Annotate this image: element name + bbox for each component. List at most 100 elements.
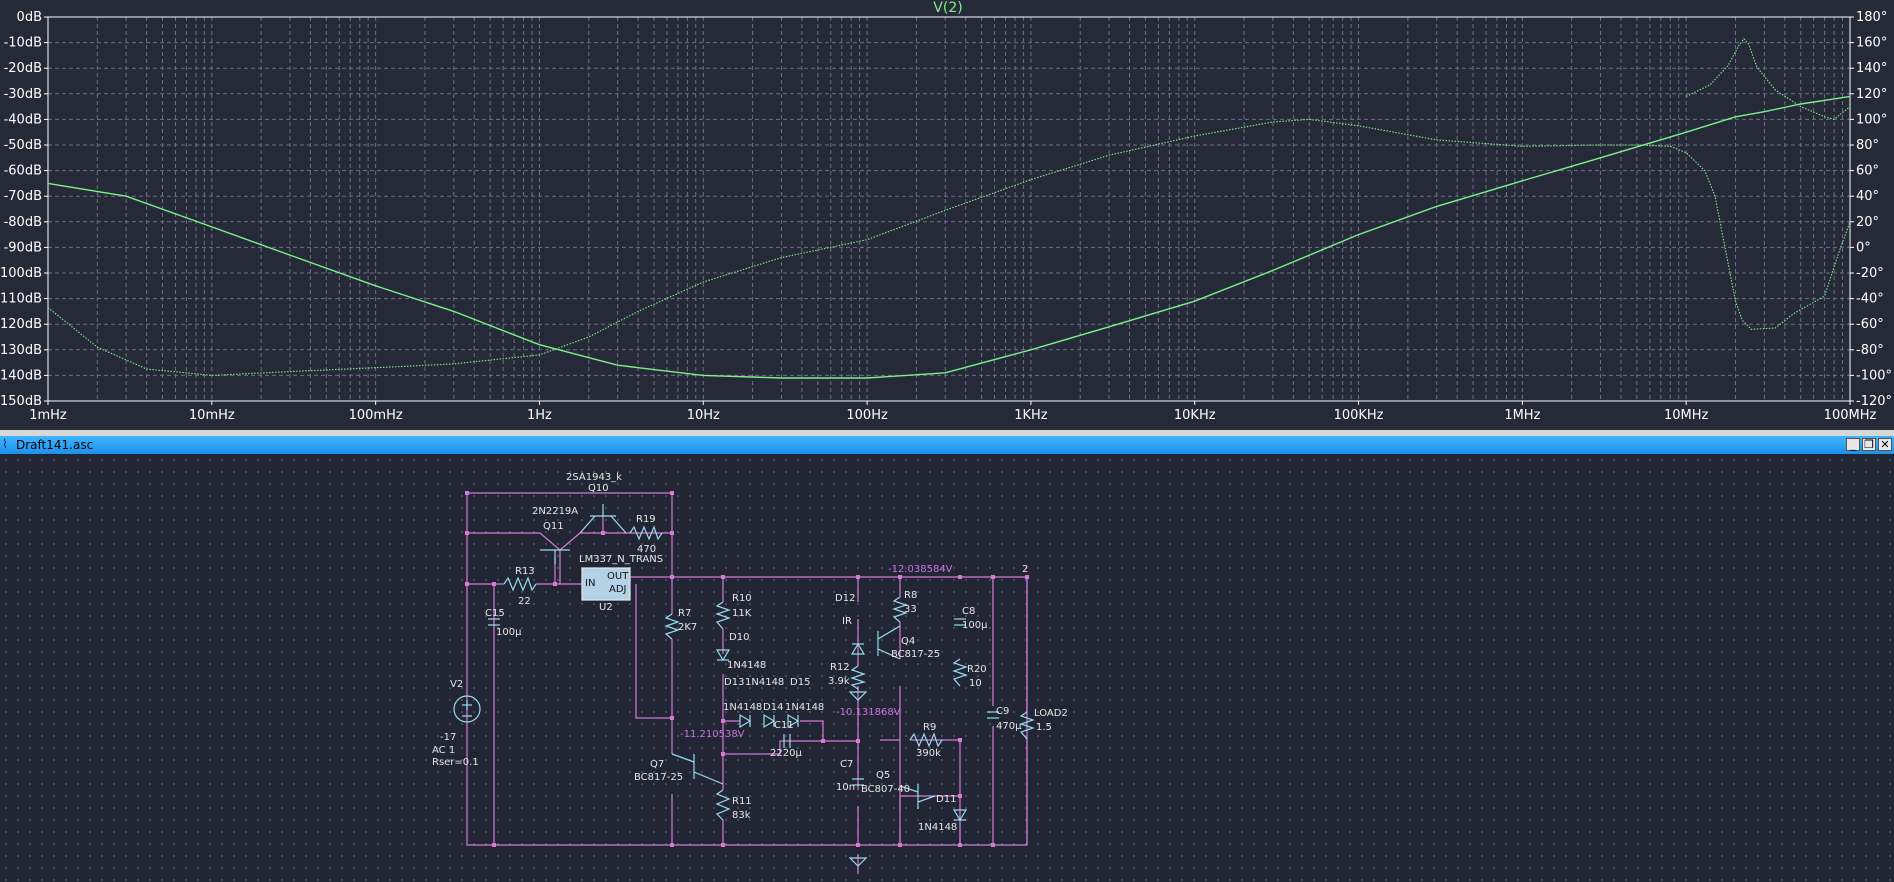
junctions (465, 491, 1029, 847)
svg-text:390k: 390k (916, 748, 941, 759)
svg-text:Q5: Q5 (876, 770, 890, 781)
svg-text:V2: V2 (450, 679, 463, 690)
svg-text:U2: U2 (599, 602, 613, 613)
d11-diode (952, 809, 968, 822)
r11-resistor (715, 789, 731, 821)
svg-text:2220µ: 2220µ (770, 748, 802, 759)
svg-text:BC817-25: BC817-25 (891, 649, 940, 660)
svg-text:C15: C15 (485, 608, 505, 619)
right-tick-label: 140° (1856, 61, 1887, 76)
svg-text:100µ: 100µ (496, 627, 522, 638)
right-tick-label: 40° (1856, 189, 1879, 204)
restore-button[interactable]: ❐ (1862, 438, 1876, 451)
pane-separator[interactable] (0, 430, 1894, 436)
left-tick-label: -40dB (4, 112, 42, 127)
r8-resistor (892, 596, 908, 623)
svg-text:D13: D13 (724, 677, 744, 688)
svg-text:470: 470 (637, 544, 656, 555)
svg-text:470µ: 470µ (996, 721, 1022, 732)
left-tick-label: -20dB (4, 61, 42, 76)
x-tick-label: 10MHz (1664, 408, 1709, 423)
svg-text:2SA1943_k: 2SA1943_k (566, 472, 622, 483)
v2-voltage-source[interactable] (453, 695, 481, 723)
svg-text:1N4148: 1N4148 (727, 660, 766, 671)
components[interactable] (453, 504, 1035, 867)
load2-resistor (1019, 711, 1035, 740)
d14-diode (763, 713, 776, 729)
svg-text:BC817-25: BC817-25 (634, 772, 683, 783)
svg-text:10: 10 (969, 678, 982, 689)
right-tick-label: 100° (1856, 112, 1887, 127)
svg-text:D11: D11 (936, 794, 956, 805)
x-tick-label: 100KHz (1334, 408, 1384, 423)
svg-text:Q4: Q4 (901, 636, 915, 647)
svg-text:Rser=0.1: Rser=0.1 (432, 757, 479, 768)
x-tick-label: 100mHz (349, 408, 403, 423)
right-tick-label: 20° (1856, 215, 1879, 230)
left-tick-label: -110dB (0, 292, 42, 307)
x-tick-label: 10Hz (687, 408, 720, 423)
d10-diode (715, 649, 731, 662)
svg-text:1N4148: 1N4148 (745, 677, 784, 688)
x-tick-label: 10mHz (189, 408, 235, 423)
svg-text:83k: 83k (732, 810, 751, 821)
component-labels: 2SA1943_k Q10 2N2219A Q11 R19 470 LM337_… (432, 472, 1068, 833)
left-tick-label: -10dB (4, 36, 42, 51)
left-tick-label: -130dB (0, 343, 42, 358)
r20-resistor (952, 658, 968, 687)
schematic-titlebar[interactable]: ⌇ Draft141.asc _ ❐ ✕ (0, 436, 1894, 454)
lm337-regulator-symbol[interactable] (581, 567, 631, 601)
right-tick-label: -120° (1856, 394, 1892, 409)
trace-title[interactable]: V(2) (933, 0, 962, 16)
svg-text:D10: D10 (729, 632, 749, 643)
r9-resistor (909, 732, 943, 748)
out-node-voltage: -12.038584V (888, 564, 953, 575)
right-tick-label: -100° (1856, 368, 1892, 383)
left-tick-label: -70dB (4, 189, 42, 204)
left-tick-label: -120dB (0, 317, 42, 332)
svg-text:33: 33 (904, 604, 917, 615)
plot-pane[interactable]: 0dB-10dB-20dB-30dB-40dB-50dB-60dB-70dB-8… (0, 0, 1894, 430)
x-tick-label: 1Hz (527, 408, 552, 423)
right-axis-ticks: 180°160°140°120°100°80°60°40°20°0°-20°-4… (1850, 10, 1892, 409)
d12-diode (850, 642, 866, 655)
right-tick-label: 60° (1856, 164, 1879, 179)
svg-text:AC 1: AC 1 (432, 745, 455, 756)
svg-text:D12: D12 (835, 593, 855, 604)
d15-diode (787, 713, 800, 729)
left-tick-label: -80dB (4, 215, 42, 230)
close-button[interactable]: ✕ (1878, 438, 1892, 451)
svg-text:R19: R19 (636, 514, 656, 525)
ground-symbol (848, 857, 868, 867)
right-tick-label: -60° (1856, 317, 1884, 332)
left-tick-label: -60dB (4, 164, 42, 179)
q7-node-voltage: -11.210538V (680, 729, 745, 740)
left-tick-label: -140dB (0, 368, 42, 383)
mid-node-voltage: -10.131868V (836, 707, 901, 718)
schematic-canvas[interactable]: 2SA1943_k Q10 2N2219A Q11 R19 470 LM337_… (0, 454, 1894, 882)
r12-resistor (850, 665, 867, 690)
svg-text:C11: C11 (774, 720, 794, 731)
left-tick-label: -30dB (4, 87, 42, 102)
bode-plot[interactable]: 0dB-10dB-20dB-30dB-40dB-50dB-60dB-70dB-8… (0, 0, 1894, 430)
left-axis-ticks: 0dB-10dB-20dB-30dB-40dB-50dB-60dB-70dB-8… (0, 10, 48, 409)
right-tick-label: 160° (1856, 36, 1887, 51)
schematic-drawing[interactable]: 2SA1943_k Q10 2N2219A Q11 R19 470 LM337_… (0, 454, 1894, 882)
right-tick-label: -80° (1856, 343, 1884, 358)
svg-text:11K: 11K (732, 608, 752, 619)
svg-text:D14: D14 (763, 702, 783, 713)
svg-text:1N4148: 1N4148 (785, 702, 824, 713)
left-tick-label: 0dB (17, 10, 42, 25)
plot-grid (47, 16, 1850, 402)
svg-text:R8: R8 (904, 590, 917, 601)
right-tick-label: 120° (1856, 87, 1887, 102)
right-tick-label: 0° (1856, 240, 1871, 255)
window-title: Draft141.asc (16, 438, 94, 452)
svg-text:3.9k: 3.9k (828, 676, 850, 687)
phase-trace (47, 118, 1851, 376)
svg-text:1.5: 1.5 (1036, 722, 1052, 733)
node-voltages: -12.038584V -10.131868V -11.210538V (680, 564, 953, 740)
r13-resistor (503, 576, 537, 592)
minimize-button[interactable]: _ (1846, 438, 1860, 451)
